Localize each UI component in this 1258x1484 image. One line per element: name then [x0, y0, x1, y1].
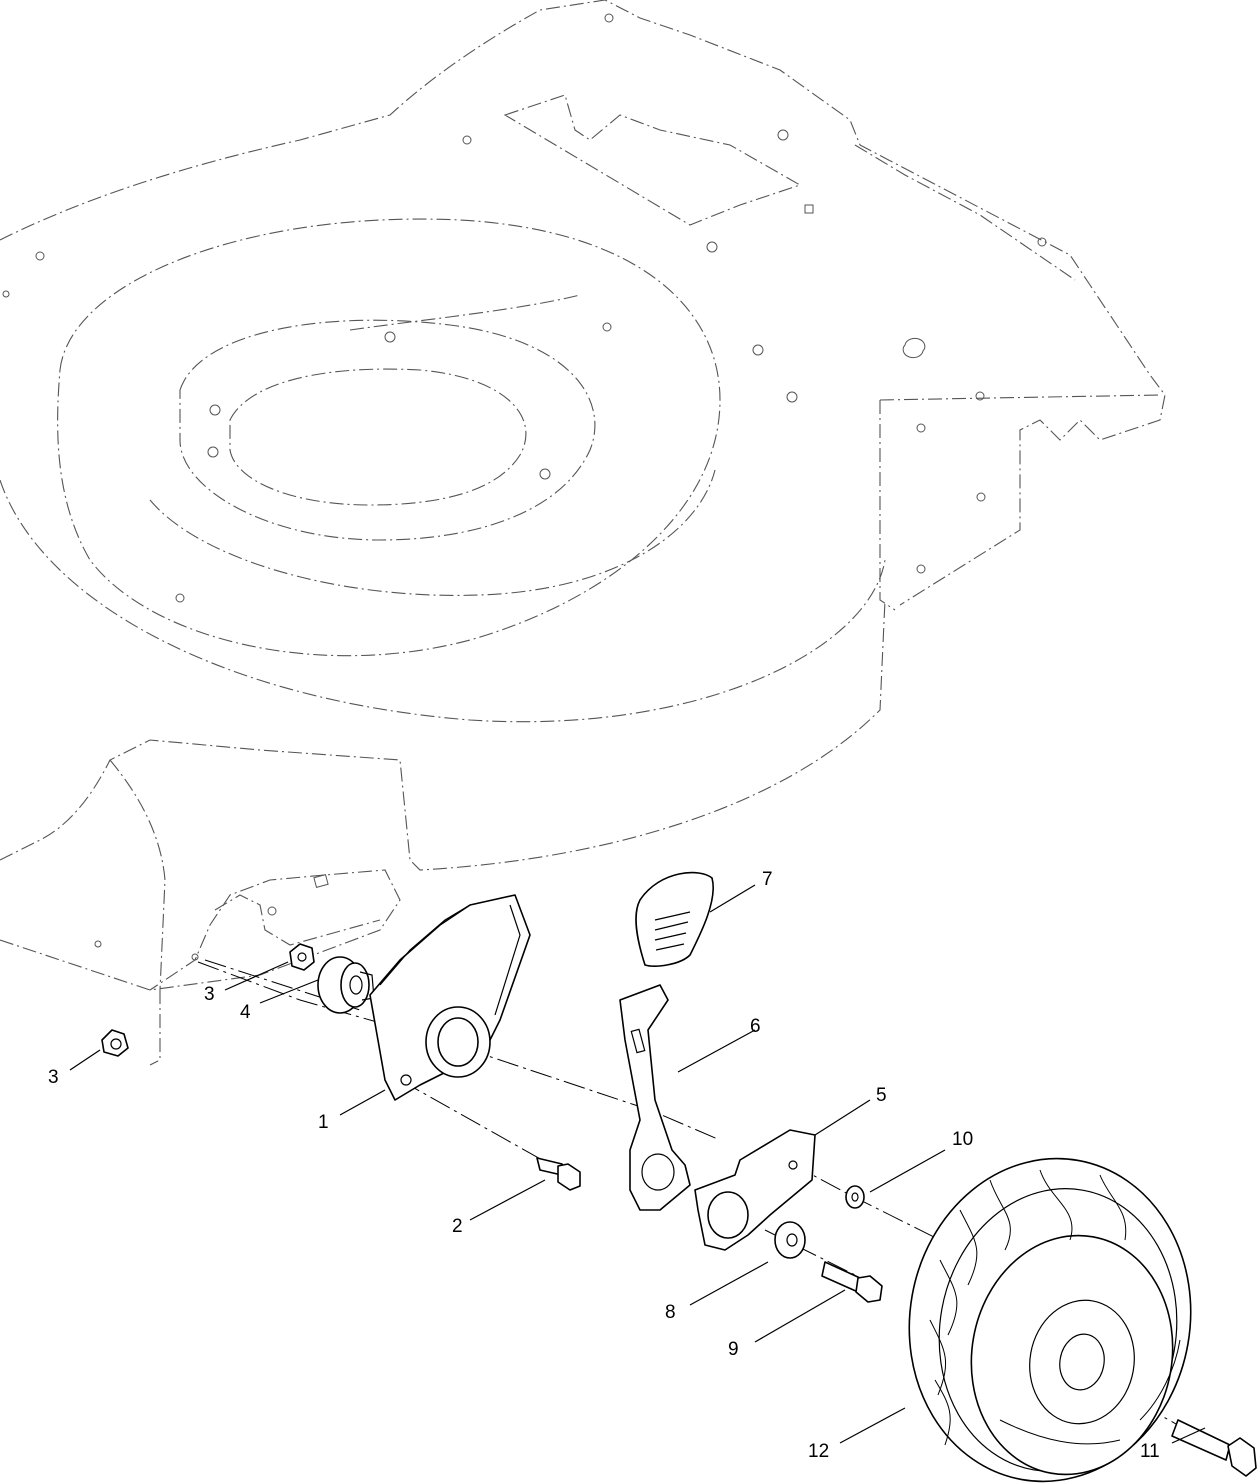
callout-6: 6 — [750, 1016, 761, 1037]
callout-9: 9 — [728, 1339, 739, 1360]
callout-2: 2 — [452, 1216, 463, 1237]
callout-10: 10 — [952, 1129, 973, 1150]
callout-12: 12 — [808, 1441, 829, 1462]
wheel-height-bracket — [694, 1129, 816, 1251]
leader-lines — [69, 884, 1206, 1444]
hex-nut-upper — [289, 943, 315, 971]
flat-washer-small — [845, 1185, 865, 1209]
callout-5: 5 — [876, 1085, 887, 1106]
callout-4: 4 — [240, 1002, 251, 1023]
pivot-bushing — [317, 956, 375, 1014]
callout-1: 1 — [318, 1112, 329, 1133]
carriage-bolt — [536, 1157, 581, 1191]
callout-3-upper: 3 — [204, 984, 215, 1005]
flat-washer-large — [774, 1221, 806, 1259]
callout-11: 11 — [1140, 1441, 1160, 1462]
wheel-assembly — [908, 1157, 1192, 1483]
callout-7: 7 — [762, 869, 773, 890]
callout-labels: 1 2 3 3 4 5 6 7 8 9 10 11 12 — [48, 869, 1160, 1462]
shoulder-bolt — [1171, 1419, 1257, 1477]
hex-nut-lower — [101, 1029, 129, 1057]
callout-8: 8 — [665, 1302, 676, 1323]
hex-bolt — [821, 1261, 883, 1303]
lever-grip — [635, 871, 714, 967]
mower-deck-phantom — [0, 0, 1166, 1066]
height-adjust-bracket — [369, 894, 531, 1101]
height-adjust-lever — [619, 984, 691, 1211]
callout-3-lower: 3 — [48, 1067, 59, 1088]
